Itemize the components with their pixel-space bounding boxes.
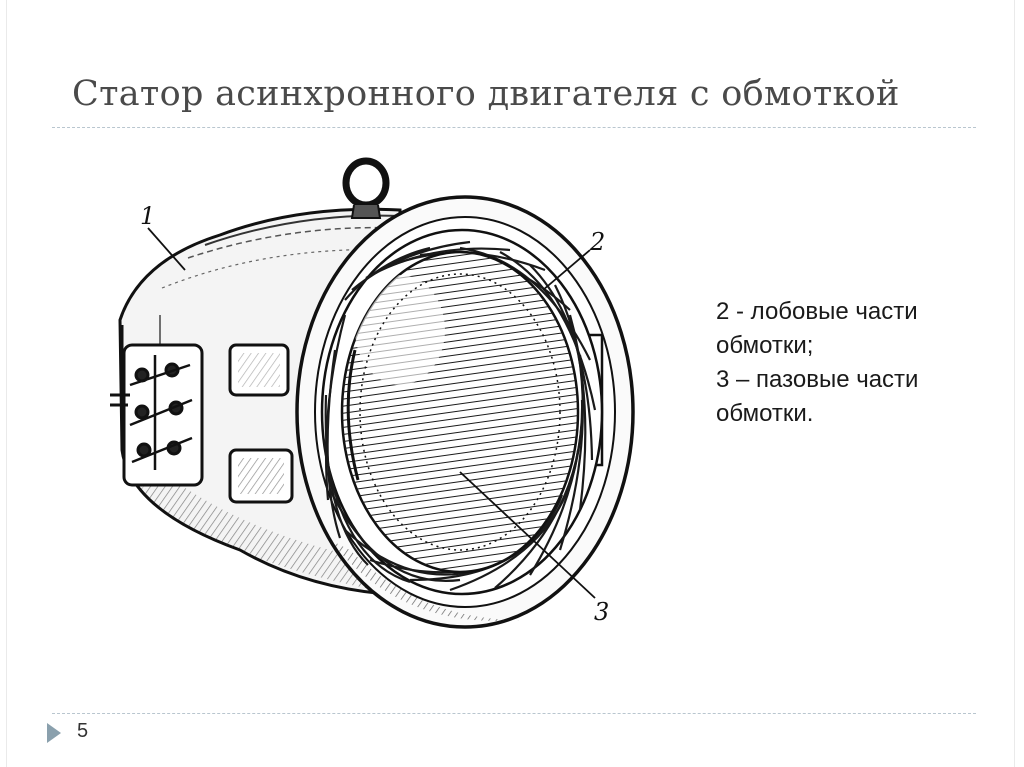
triangle-bullet-icon (47, 723, 61, 743)
leader-line-1 (147, 227, 186, 271)
caption: 2 - лобовые части обмотки; 3 – пазовые ч… (716, 295, 918, 431)
lifting-eye (342, 157, 390, 219)
caption-line: 3 – пазовые части (716, 366, 919, 393)
leader-line-2 (542, 249, 591, 291)
label-1: 1 (140, 202, 155, 230)
label-2: 2 (589, 228, 605, 256)
slot-windings (340, 250, 580, 574)
title-divider (52, 127, 976, 128)
caption-line: обмотки; (716, 332, 814, 359)
stator-illustration: 1 2 3 (110, 157, 635, 629)
label-3: 3 (594, 598, 609, 626)
slide-title: Статор асинхронного двигателя с обмоткой (72, 74, 900, 114)
footer-divider (52, 713, 976, 714)
page-number: 5 (77, 720, 89, 742)
callouts: 1 2 3 (140, 202, 609, 626)
slide-left-border (6, 0, 7, 767)
slide-right-border (1014, 0, 1015, 767)
caption-line: 2 - лобовые части (716, 298, 918, 325)
caption-line: обмотки. (716, 400, 814, 427)
leader-line-3 (459, 471, 596, 599)
terminal-box (110, 343, 204, 487)
